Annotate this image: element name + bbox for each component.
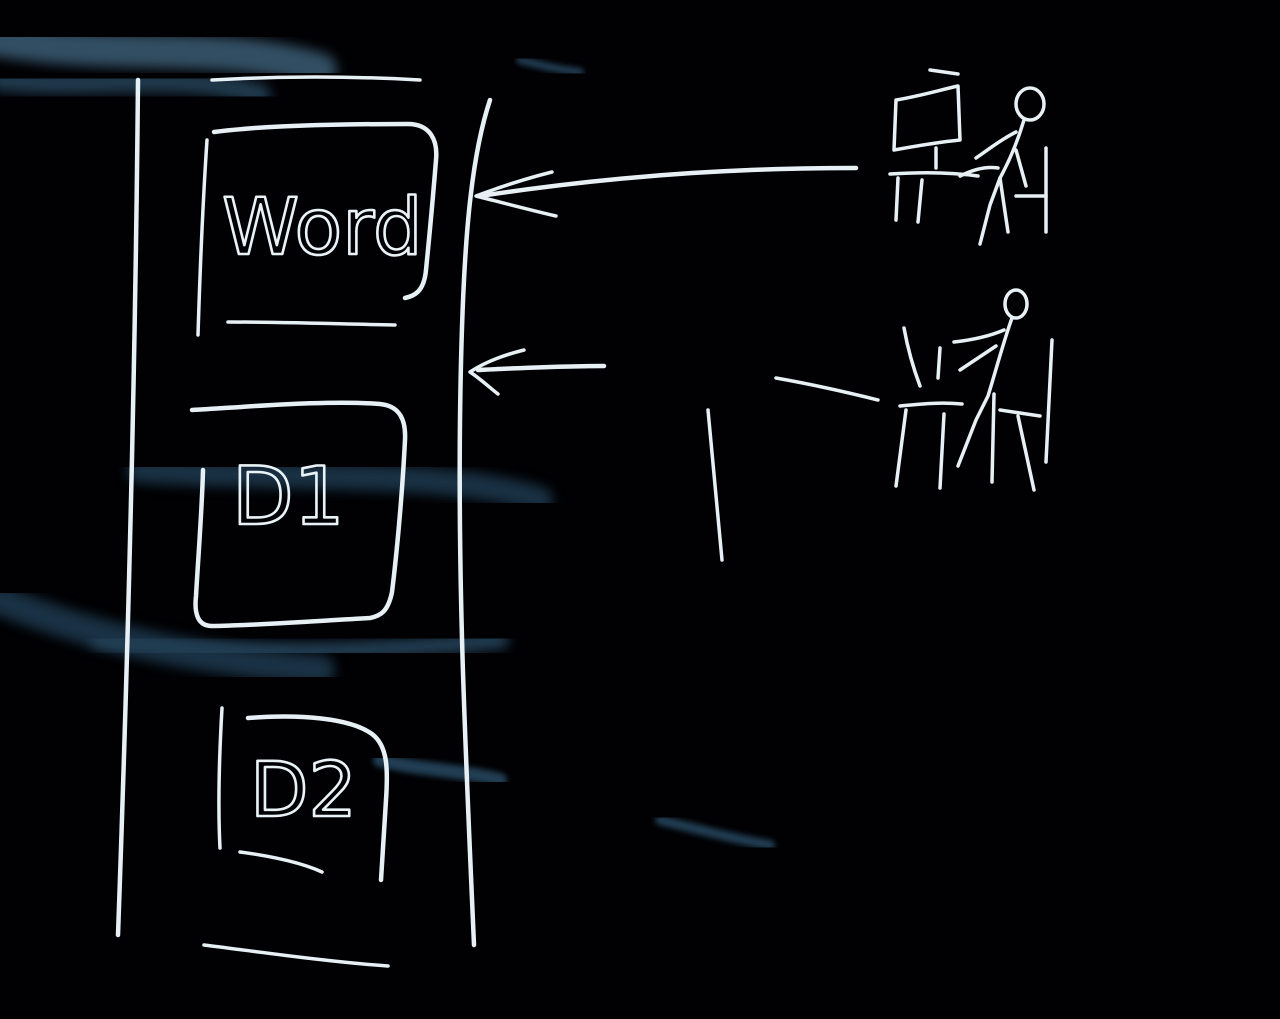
chalk-smudges (0, 23, 775, 850)
person-at-computer-icon (888, 68, 1048, 246)
arrow-top (474, 165, 859, 218)
block-d2-label: D2 (250, 745, 357, 834)
arrow-bottom (468, 348, 880, 562)
block-word: Word (196, 121, 439, 337)
stack-frame (115, 75, 493, 968)
block-word-label: Word (222, 183, 422, 273)
person-at-computer-icon (894, 288, 1054, 492)
user-2 (894, 288, 1054, 492)
block-d1-label: D1 (232, 450, 345, 543)
block-d2: D2 (217, 706, 390, 883)
block-d1: D1 (189, 400, 408, 629)
user-1 (888, 68, 1048, 246)
